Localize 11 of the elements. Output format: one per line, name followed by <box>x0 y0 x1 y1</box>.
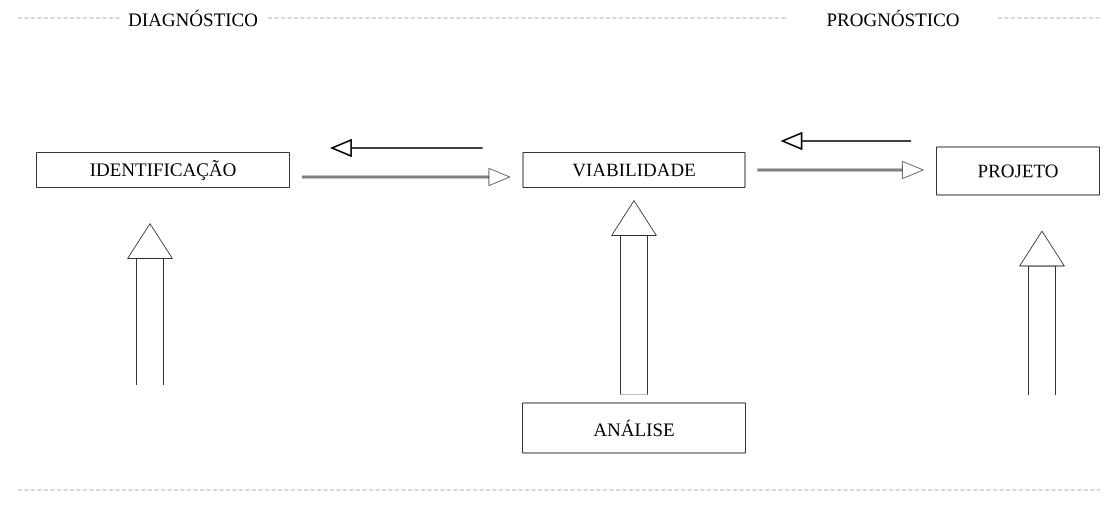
process-box: PROJETO <box>936 146 1100 196</box>
arrow <box>611 200 657 395</box>
arrow <box>1019 230 1065 395</box>
arrow <box>756 161 924 179</box>
section-heading: PROGNÓSTICO <box>827 9 959 27</box>
process-box: VIABILIDADE <box>522 152 746 188</box>
process-box: IDENTIFICAÇÃO <box>36 152 290 188</box>
section-heading: DIAGNÓSTICO <box>128 9 258 27</box>
process-box: ANÁLISE <box>522 402 746 454</box>
arrow <box>301 168 511 186</box>
arrow <box>127 223 173 385</box>
